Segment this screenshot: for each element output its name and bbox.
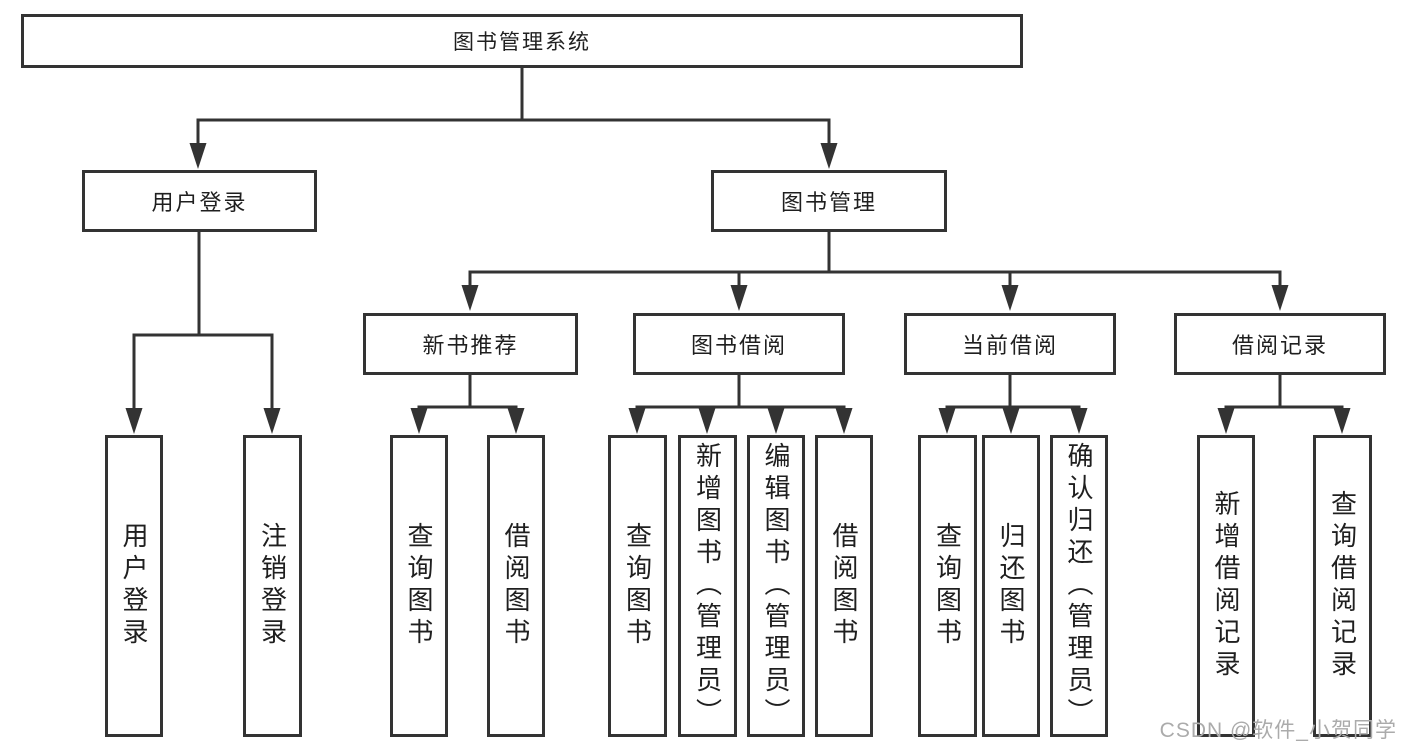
- leaf-borrow-books-borrowing-label: 借阅图书: [829, 522, 859, 650]
- leaf-add-borrow-record-label: 新增借阅记录: [1211, 490, 1241, 682]
- connector-book-borrowing-to-leaves: [628, 374, 853, 434]
- leaf-logout-label: 注销登录: [257, 522, 288, 650]
- connector-current-borrowing-to-leaves: [938, 374, 1088, 434]
- leaf-query-books-current: 查询图书: [918, 435, 977, 737]
- leaf-logout: 注销登录: [243, 435, 302, 737]
- leaf-confirm-return-admin: 确认归还（管理员）: [1050, 435, 1108, 737]
- leaf-add-books-admin-label: 新增图书（管理员）: [692, 442, 723, 730]
- node-new-book-recommend-label: 新书推荐: [422, 333, 519, 358]
- node-book-management-label: 图书管理: [780, 190, 877, 215]
- leaf-query-borrow-record: 查询借阅记录: [1313, 435, 1372, 737]
- leaf-query-books-recommend-label: 查询图书: [404, 522, 434, 650]
- leaf-query-books-borrowing: 查询图书: [608, 435, 667, 737]
- node-borrow-records: 借阅记录: [1174, 313, 1386, 375]
- leaf-query-books-borrowing-label: 查询图书: [622, 522, 653, 650]
- connector-borrow-records-to-leaves: [1217, 374, 1351, 434]
- node-book-management: 图书管理: [711, 170, 947, 232]
- leaf-borrow-books-recommend-label: 借阅图书: [501, 522, 531, 650]
- node-user-login-label: 用户登录: [151, 190, 248, 215]
- leaf-return-books-label: 归还图书: [996, 522, 1026, 650]
- leaf-return-books: 归还图书: [982, 435, 1040, 737]
- connector-root-to-level2: [189, 67, 838, 169]
- leaf-user-login-label: 用户登录: [119, 522, 149, 650]
- connector-new-book-recommend-to-leaves: [410, 374, 525, 434]
- node-borrow-records-label: 借阅记录: [1231, 333, 1328, 358]
- connector-book-management-to-level3: [461, 231, 1289, 311]
- node-root-label: 图书管理系统: [453, 31, 591, 54]
- leaf-query-books-current-label: 查询图书: [932, 522, 963, 650]
- leaf-query-books-recommend: 查询图书: [390, 435, 448, 737]
- node-book-borrowing-label: 图书借阅: [690, 333, 787, 358]
- leaf-user-login: 用户登录: [105, 435, 163, 737]
- leaf-borrow-books-borrowing: 借阅图书: [815, 435, 873, 737]
- connector-user-login-to-leaves: [125, 231, 281, 434]
- watermark: CSDN @软件_小贺同学: [1159, 719, 1397, 742]
- leaf-edit-books-admin: 编辑图书（管理员）: [747, 435, 805, 737]
- node-current-borrowing: 当前借阅: [904, 313, 1116, 375]
- node-new-book-recommend: 新书推荐: [363, 313, 578, 375]
- leaf-query-borrow-record-label: 查询借阅记录: [1327, 490, 1358, 682]
- leaf-borrow-books-recommend: 借阅图书: [487, 435, 545, 737]
- leaf-add-books-admin: 新增图书（管理员）: [678, 435, 737, 737]
- node-current-borrowing-label: 当前借阅: [961, 333, 1058, 358]
- leaf-confirm-return-admin-label: 确认归还（管理员）: [1064, 442, 1094, 730]
- node-book-borrowing: 图书借阅: [633, 313, 845, 375]
- leaf-add-borrow-record: 新增借阅记录: [1197, 435, 1255, 737]
- node-user-login: 用户登录: [82, 170, 317, 232]
- node-root-library-system: 图书管理系统: [21, 14, 1023, 68]
- leaf-edit-books-admin-label: 编辑图书（管理员）: [761, 442, 791, 730]
